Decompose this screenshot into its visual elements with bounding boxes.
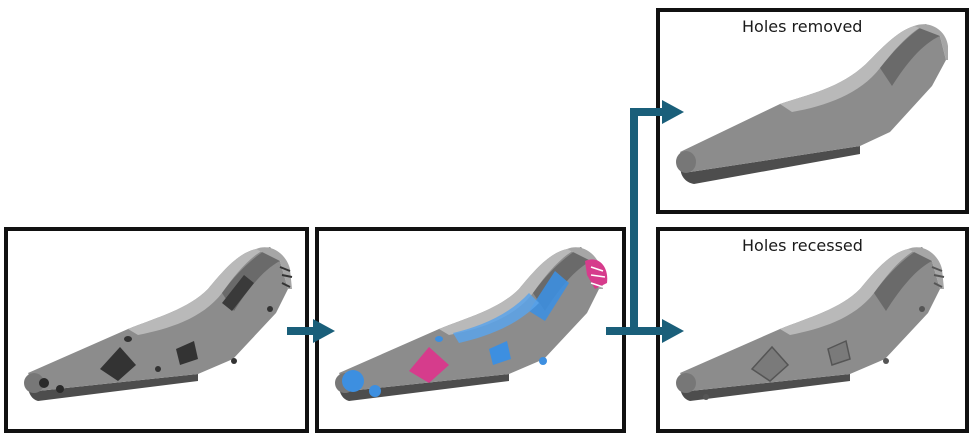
detected-part-drawing [335, 247, 608, 401]
small-hole-3 [231, 358, 237, 364]
recess-square [827, 339, 851, 366]
blue-pin-lower [369, 385, 381, 397]
original-part-drawing [24, 247, 293, 401]
blue-small-hole-2 [539, 357, 547, 365]
magenta-feature-triangle [409, 347, 449, 383]
small-hole-2 [155, 366, 161, 372]
pin-hole-lower [56, 385, 64, 393]
radial-cutout [279, 266, 293, 288]
panel-holes-recessed: Holes recessed [656, 227, 969, 433]
panel-holes-removed: Holes removed [656, 8, 969, 214]
blue-small-hole-1 [435, 336, 443, 342]
blue-feature-square [489, 341, 511, 365]
recess-small-1 [883, 358, 889, 364]
blue-pin-left [342, 370, 364, 392]
recess-triangle [750, 345, 790, 382]
holes-removed-label: Holes removed [742, 17, 863, 36]
recess-small-3 [703, 394, 709, 400]
recessed-part-drawing [676, 247, 945, 401]
pin-hole-left [39, 378, 49, 388]
small-hole-4 [267, 306, 273, 312]
removed-part-drawing [676, 24, 948, 184]
blue-feature-slot [529, 271, 569, 321]
through-hole-triangle [100, 347, 136, 381]
recess-radial [931, 266, 945, 288]
recess-small-2 [919, 306, 925, 312]
panel-detected-features [315, 227, 626, 433]
through-hole-square [176, 341, 198, 365]
through-hole-slot [222, 275, 254, 311]
blue-feature-top [453, 293, 539, 343]
holes-recessed-label: Holes recessed [742, 236, 863, 255]
magenta-feature-radial [585, 259, 608, 289]
panel-original-part [4, 227, 309, 433]
small-hole-1 [124, 336, 132, 342]
